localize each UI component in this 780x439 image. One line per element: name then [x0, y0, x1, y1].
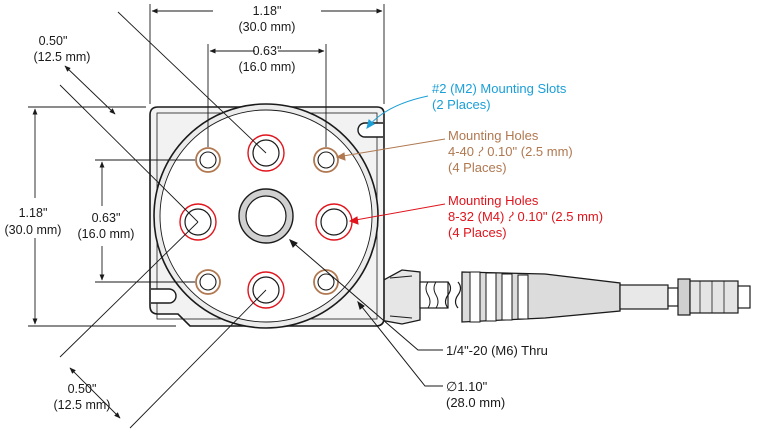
dimension-lines	[28, 4, 385, 429]
svg-text:1/4"-20 (M6) Thru: 1/4"-20 (M6) Thru	[446, 343, 548, 358]
svg-text:(2 Places): (2 Places)	[432, 97, 491, 112]
svg-text:0.63": 0.63"	[253, 44, 282, 58]
callout-large-holes: Mounting Holes 8-32 (M4) ⹔ 0.10" (2.5 mm…	[448, 193, 603, 240]
svg-text:(12.5 mm): (12.5 mm)	[54, 398, 111, 412]
dim-top-hole-spacing: 0.63" (16.0 mm)	[239, 44, 296, 74]
center-thru-hole	[238, 188, 294, 244]
svg-text:Mounting Holes: Mounting Holes	[448, 193, 539, 208]
svg-text:∅1.10": ∅1.10"	[446, 379, 488, 394]
svg-text:#2 (M2) Mounting Slots: #2 (M2) Mounting Slots	[432, 81, 567, 96]
svg-text:0.50": 0.50"	[68, 382, 97, 396]
small-mounting-holes	[195, 147, 339, 295]
mounting-slot-bottom-left	[151, 288, 177, 304]
svg-text:(4 Places): (4 Places)	[448, 225, 507, 240]
mounting-slot-top-right	[357, 122, 383, 138]
svg-text:Mounting Holes: Mounting Holes	[448, 128, 539, 143]
svg-text:0.63": 0.63"	[92, 211, 121, 225]
svg-text:8-32 (M4) ⹔ 0.10" (2.5 mm): 8-32 (M4) ⹔ 0.10" (2.5 mm)	[448, 209, 603, 224]
svg-text:(30.0 mm): (30.0 mm)	[5, 223, 62, 237]
callout-small-holes: Mounting Holes 4-40 ⹔ 0.10" (2.5 mm) (4 …	[448, 128, 573, 175]
callout-leaders	[289, 95, 446, 387]
svg-text:(28.0 mm): (28.0 mm)	[446, 395, 505, 410]
dim-diag-lower: 0.50" (12.5 mm)	[54, 382, 111, 412]
dim-top-width: 1.18" (30.0 mm)	[239, 4, 296, 34]
svg-text:(4 Places): (4 Places)	[448, 160, 507, 175]
dim-left-height: 1.18" (30.0 mm)	[5, 206, 62, 237]
svg-text:0.50": 0.50"	[39, 34, 68, 48]
svg-text:(16.0 mm): (16.0 mm)	[78, 227, 135, 241]
callout-diameter: ∅1.10" (28.0 mm)	[446, 379, 505, 410]
svg-text:1.18": 1.18"	[253, 4, 282, 18]
svg-text:1.18": 1.18"	[19, 206, 48, 220]
dim-left-hole-spacing: 0.63" (16.0 mm)	[78, 211, 135, 241]
cable-connector	[379, 269, 751, 325]
svg-text:4-40 ⹔ 0.10" (2.5 mm): 4-40 ⹔ 0.10" (2.5 mm)	[448, 144, 573, 159]
svg-text:(12.5 mm): (12.5 mm)	[34, 50, 91, 64]
svg-text:(16.0 mm): (16.0 mm)	[239, 60, 296, 74]
callout-mounting-slots: #2 (M2) Mounting Slots (2 Places)	[432, 81, 567, 112]
dim-diag-upper: 0.50" (12.5 mm)	[34, 34, 91, 64]
callout-center-thru: 1/4"-20 (M6) Thru	[446, 343, 548, 358]
svg-text:(30.0 mm): (30.0 mm)	[239, 20, 296, 34]
